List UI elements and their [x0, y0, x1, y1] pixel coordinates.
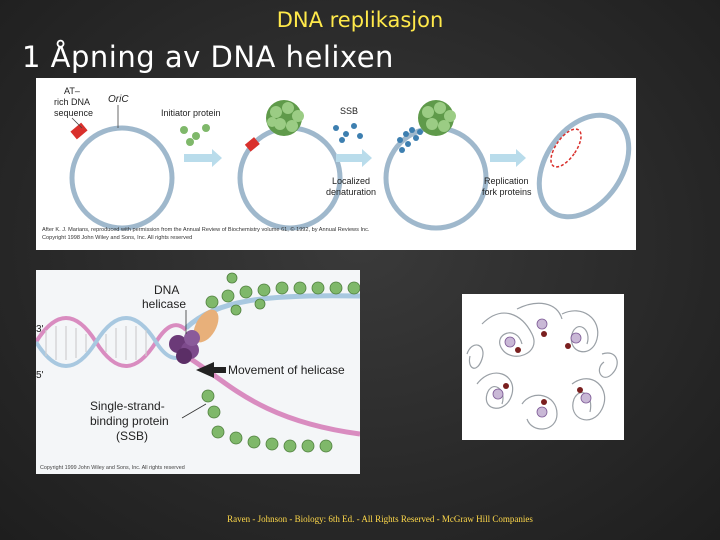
protein-ribbons	[466, 302, 618, 430]
figure-helicase: DNA helicase 3' 5' Movement of helicase …	[36, 270, 360, 474]
origin-diagram: AT– rich DNA sequence OriC Initiator pro…	[42, 86, 632, 241]
ssb-dot	[357, 133, 363, 139]
at-rich-segment-2	[244, 137, 260, 152]
ssb-dot	[343, 131, 349, 137]
slide-title: DNA replikasjon	[276, 8, 444, 32]
protein-subunits	[492, 318, 592, 418]
ssb-beads-lower	[201, 389, 333, 453]
initiator-complex	[266, 100, 304, 136]
localized-label-2: denaturation	[326, 187, 376, 197]
ssb-dot	[333, 125, 339, 131]
ssb-pointer	[181, 403, 207, 419]
lower-single-strand	[184, 353, 360, 437]
initiator-dot	[180, 126, 188, 134]
helicase-diagram: DNA helicase 3' 5' Movement of helicase …	[36, 272, 360, 471]
initiator-complex-2	[418, 100, 456, 136]
ssb-label-2: binding protein	[90, 414, 169, 428]
plasmid-circle-1	[69, 125, 175, 231]
protein-structure-image	[462, 294, 624, 440]
plasmid-circle-4	[536, 112, 632, 220]
upper-single-strand	[184, 293, 360, 330]
footer-credit: Raven - Johnson - Biology: 6th Ed. - All…	[227, 514, 533, 524]
replication-label-1: Replication	[484, 176, 529, 186]
helicase-label-2: helicase	[142, 297, 186, 311]
movement-label: Movement of helicase	[228, 363, 345, 377]
ssb-dot	[339, 137, 345, 143]
oric-label: OriC	[108, 94, 129, 105]
initiator-label: Initiator protein	[161, 108, 221, 118]
figure1-credit-1: After K. J. Marians, reproduced with per…	[42, 226, 370, 233]
ssb-beads-upper	[205, 272, 360, 316]
figure-origin-opening: AT– rich DNA sequence OriC Initiator pro…	[36, 78, 636, 250]
localized-label-1: Localized	[332, 176, 370, 186]
ssb-label-3: (SSB)	[116, 429, 148, 443]
helix-strand-pink	[36, 316, 188, 368]
movement-arrow-icon	[196, 362, 226, 378]
replication-label-2: fork proteins	[482, 187, 532, 197]
central-channel	[525, 349, 561, 385]
ssb-bound-cluster	[397, 127, 423, 153]
ssb-label-1: Single-strand-	[90, 399, 165, 413]
arrow-2-icon	[336, 149, 372, 167]
arrow-1-icon	[184, 149, 222, 167]
three-prime-label: 3'	[36, 324, 44, 335]
figure-helicase-structure	[462, 294, 624, 440]
at-rich-label-1: AT–	[64, 86, 80, 96]
figure1-credit-2: Copyright 1998 John Wiley and Sons, Inc.…	[42, 235, 192, 241]
plasmid-circle-3	[383, 125, 489, 231]
helix-rungs	[45, 326, 147, 360]
ssb-dot	[351, 123, 357, 129]
slide-heading: 1 Åpning av DNA helixen	[22, 40, 394, 74]
initiator-dot	[202, 124, 210, 132]
at-rich-segment	[70, 122, 88, 140]
initiator-dot	[192, 132, 200, 140]
arrow-3-icon	[490, 149, 526, 167]
figure2-credit: Copyright 1999 John Wiley and Sons, Inc.…	[40, 465, 185, 471]
helicase-label-1: DNA	[154, 283, 179, 297]
ssb-label: SSB	[340, 106, 358, 116]
at-rich-label-2: rich DNA	[54, 97, 90, 107]
helicase-complex	[169, 309, 219, 364]
helix-strand-blue	[36, 316, 188, 368]
five-prime-label: 5'	[36, 370, 44, 381]
initiator-dot	[186, 138, 194, 146]
protein-ligands	[503, 331, 583, 405]
at-rich-label-3: sequence	[54, 108, 93, 118]
at-rich-pointer	[71, 117, 83, 129]
